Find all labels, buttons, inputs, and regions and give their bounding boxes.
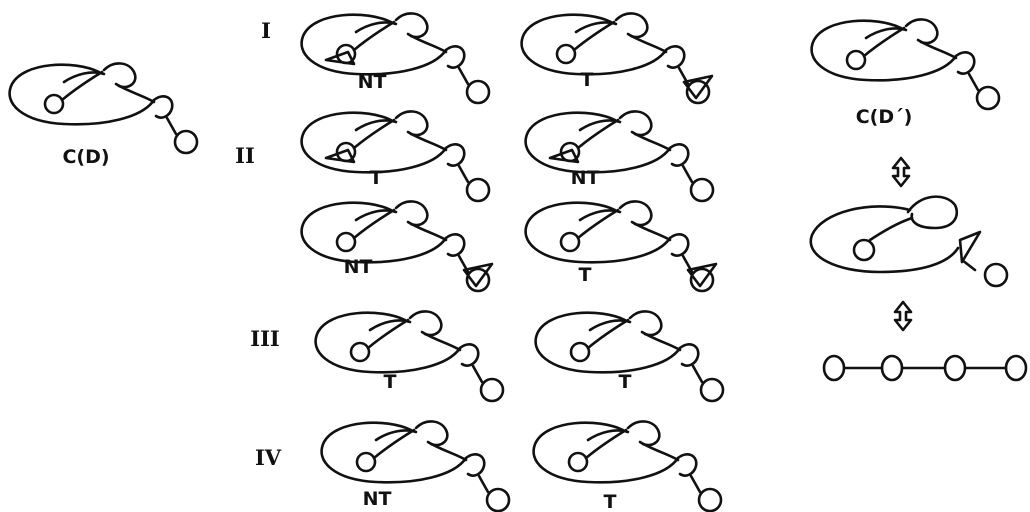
double-headed-arrow-icon <box>891 156 911 188</box>
structure-IIb-NT <box>302 201 492 291</box>
label-II-NT: NT <box>571 167 600 189</box>
roman-III: III <box>250 326 279 351</box>
structure-IIb-T <box>526 201 716 291</box>
structure-III-T-a <box>314 310 505 403</box>
label-ref-left: C(D) <box>62 146 109 168</box>
label-I-T: T <box>581 69 594 91</box>
equilibrium-arrow-2 <box>893 300 913 332</box>
roman-IV: IV <box>255 445 282 470</box>
label-III-T-b: T <box>619 371 632 393</box>
label-III-T-a: T <box>384 371 397 393</box>
row-IV: IV NT T <box>255 420 723 512</box>
label-II-T: T <box>370 167 383 189</box>
label-IIb-T: T <box>579 264 592 286</box>
roman-I: I <box>261 18 271 43</box>
row-I: I NT T <box>261 13 712 103</box>
label-ref-right: C(D´) <box>856 106 913 128</box>
row-III: III T T <box>250 310 725 403</box>
unfolded-chain <box>822 354 1028 382</box>
structure-I-T <box>522 13 712 103</box>
row-II-lower: NT T <box>302 201 716 291</box>
structure-II-NT <box>526 111 713 201</box>
intermediate-structure <box>809 195 1009 288</box>
structure-IV-NT <box>320 420 511 512</box>
equilibrium-arrow-1 <box>891 156 911 188</box>
label-I-NT: NT <box>358 71 387 93</box>
reference-structure-right: C(D´) <box>810 18 1001 128</box>
structure-IV-T <box>532 420 723 512</box>
label-IIb-NT: NT <box>344 256 373 278</box>
row-II-upper: II T NT <box>235 111 713 201</box>
roman-II: II <box>235 143 255 168</box>
structure-I-NT <box>302 13 489 103</box>
label-IV-NT: NT <box>363 488 392 510</box>
reference-structure-left: C(D) <box>8 62 199 168</box>
label-IV-T: T <box>604 491 617 512</box>
structure-II-T <box>302 111 489 201</box>
